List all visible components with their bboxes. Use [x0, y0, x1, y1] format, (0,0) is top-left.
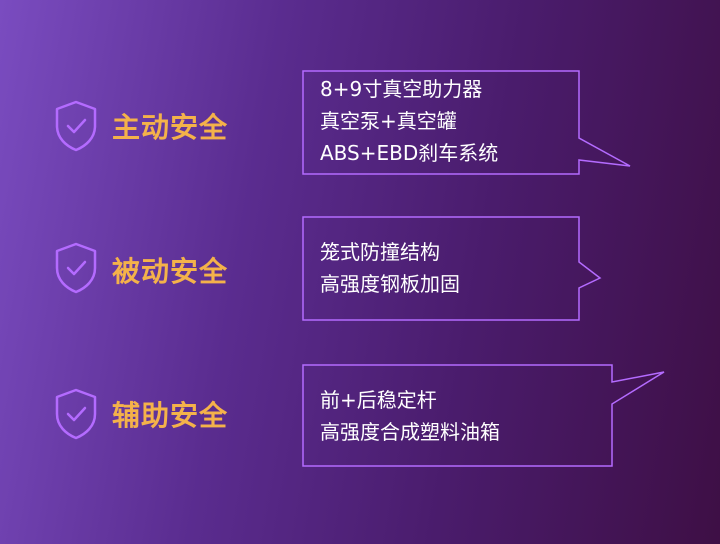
shield-check-icon	[54, 388, 98, 440]
feature-line: 8+9寸真空助力器	[320, 77, 483, 101]
feature-line: 真空泵+真空罐	[320, 109, 457, 133]
section-title: 辅助安全	[112, 399, 229, 432]
section-title: 主动安全	[112, 111, 229, 144]
section-passive-safety: 被动安全 笼式防撞结构 高强度钢板加固	[0, 206, 720, 326]
shield-check-icon	[54, 100, 98, 152]
feature-line: 前+后稳定杆	[320, 388, 437, 412]
shield-check-icon	[54, 242, 98, 294]
feature-line: 高强度合成塑料油箱	[320, 420, 500, 444]
section-active-safety: 主动安全 8+9寸真空助力器 真空泵+真空罐 ABS+EBD刹车系统	[0, 60, 720, 180]
section-assist-safety: 辅助安全 前+后稳定杆 高强度合成塑料油箱	[0, 352, 720, 472]
section-title: 被动安全	[112, 255, 229, 288]
feature-line: 高强度钢板加固	[320, 272, 460, 296]
feature-line: 笼式防撞结构	[320, 240, 440, 264]
feature-line: ABS+EBD刹车系统	[320, 141, 499, 165]
